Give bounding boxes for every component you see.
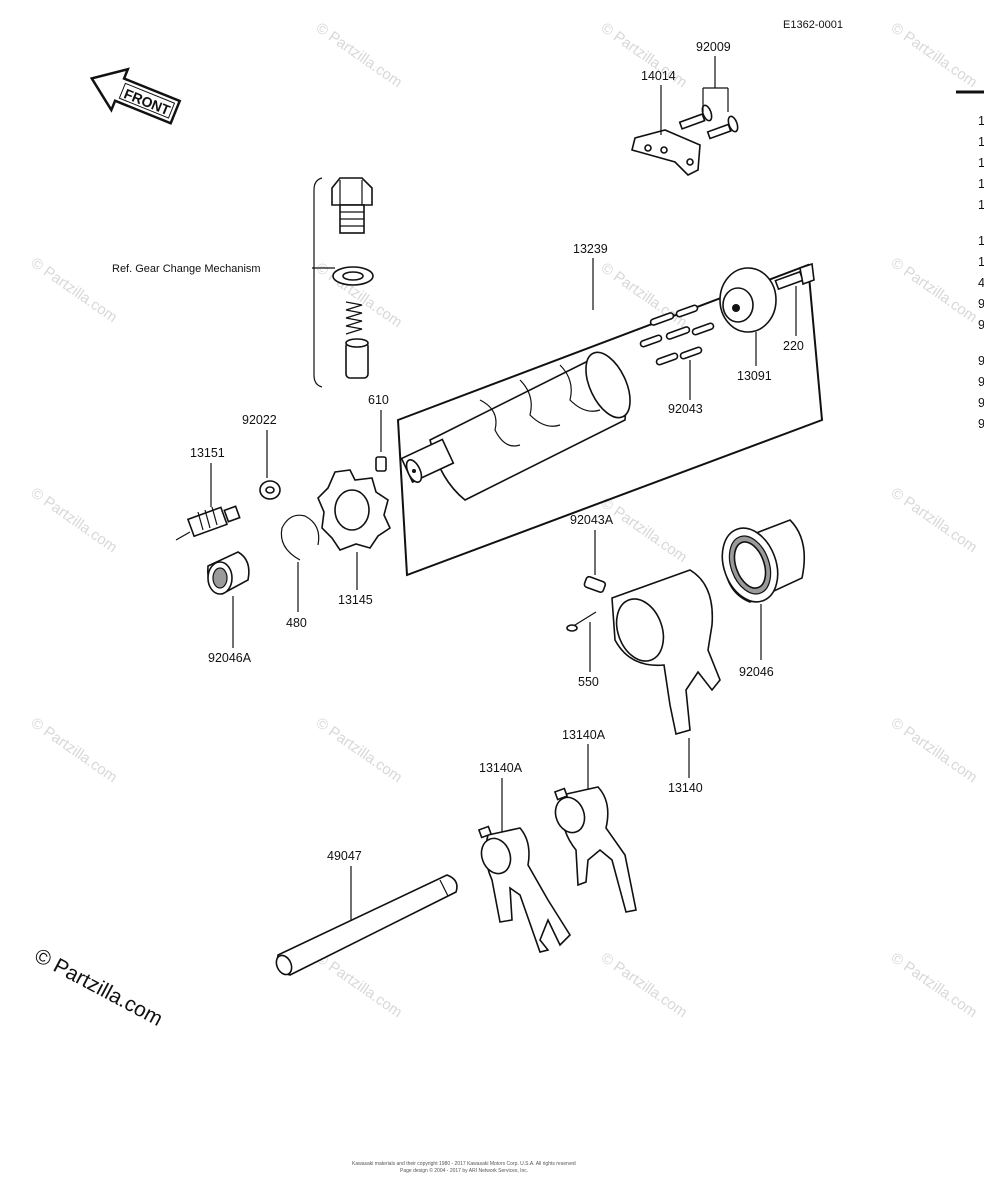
part-49047-rod (275, 874, 458, 976)
ref-gear-change-group: Ref. Gear Change Mechanism (112, 177, 374, 388)
watermark: © Partzilla.com (28, 254, 121, 326)
part-610-pin (375, 456, 387, 472)
label-49047: 49047 (327, 849, 362, 863)
part-92022-washer (259, 480, 281, 500)
part-13145-cam (317, 469, 392, 551)
diagram-id: E1362-0001 (783, 19, 843, 31)
part-480-circlip (280, 514, 320, 561)
watermark: © Partzilla.com (598, 259, 691, 331)
watermark: © Partzilla.com (28, 714, 121, 786)
svg-text:9: 9 (978, 297, 984, 311)
svg-text:9: 9 (978, 396, 984, 410)
part-92046-bearing (721, 519, 806, 603)
part-13140A-fork-right (553, 786, 637, 913)
watermark: © Partzilla.com (888, 949, 981, 1021)
svg-text:1: 1 (978, 156, 984, 170)
spring-icon (345, 301, 363, 335)
washer-icon (332, 266, 374, 286)
part-92043-pins (639, 304, 715, 366)
label-14014: 14014 (641, 69, 676, 83)
detent-pin-icon (345, 338, 369, 379)
copyright-line-1: Kawasaki materials and their copyright 1… (352, 1161, 576, 1167)
svg-text:9: 9 (978, 417, 984, 431)
label-550: 550 (578, 675, 599, 689)
watermark: © Partzilla.com (313, 714, 406, 786)
label-13091: 13091 (737, 369, 772, 383)
part-14014-plate (631, 129, 701, 176)
copyright-line-2: Page design © 2004 - 2017 by ARI Network… (400, 1167, 528, 1174)
watermark: © Partzilla.com (313, 19, 406, 91)
watermark: © Partzilla.com (888, 714, 981, 786)
svg-text:9: 9 (978, 354, 984, 368)
watermark: © Partzilla.com (28, 484, 121, 556)
label-92046: 92046 (739, 665, 774, 679)
part-13239-shift-drum (400, 351, 631, 501)
svg-text:1: 1 (978, 255, 984, 269)
watermark: © Partzilla.com (888, 254, 981, 326)
part-92046A-bearing (206, 551, 250, 595)
label-92043A: 92043A (570, 513, 614, 527)
part-92009-screw (678, 104, 739, 140)
label-610: 610 (368, 393, 389, 407)
label-13140A-right: 13140A (562, 728, 606, 742)
label-92043: 92043 (668, 402, 703, 416)
part-92043A-pin (583, 575, 607, 594)
label-13145: 13145 (338, 593, 373, 607)
label-92022: 92022 (242, 413, 277, 427)
part-220-bolt (774, 262, 815, 291)
front-arrow-icon: FRONT (89, 67, 182, 125)
svg-text:1: 1 (978, 234, 984, 248)
label-13140A-left: 13140A (479, 761, 523, 775)
svg-text:9: 9 (978, 375, 984, 389)
ref-note: Ref. Gear Change Mechanism (112, 263, 261, 275)
label-220: 220 (783, 339, 804, 353)
label-13239: 13239 (573, 242, 608, 256)
svg-text:1: 1 (978, 114, 984, 128)
detent-bolt-icon (331, 177, 373, 234)
svg-text:1: 1 (978, 198, 984, 212)
label-92046A: 92046A (208, 651, 252, 665)
label-13151: 13151 (190, 446, 225, 460)
label-92009: 92009 (696, 40, 731, 54)
right-edge-strip: 1 1 1 1 1 1 1 4 9 9 9 9 9 9 (956, 90, 984, 431)
part-13140A-fork-left (477, 825, 572, 953)
watermark: © Partzilla.com (598, 949, 691, 1021)
partzilla-logo: © Partzilla.com (31, 944, 167, 1031)
svg-text:9: 9 (978, 318, 984, 332)
svg-text:1: 1 (978, 135, 984, 149)
part-13091-plate (719, 267, 777, 333)
svg-text:4: 4 (978, 276, 984, 290)
watermark: © Partzilla.com (598, 494, 691, 566)
watermark: © Partzilla.com (888, 484, 981, 556)
part-13140-fork (611, 569, 721, 736)
part-13151-switch (175, 505, 241, 541)
watermark: © Partzilla.com (313, 949, 406, 1021)
watermark: © Partzilla.com (888, 19, 981, 91)
label-480: 480 (286, 616, 307, 630)
part-550-cotter (566, 611, 597, 632)
label-13140: 13140 (668, 781, 703, 795)
svg-text:1: 1 (978, 177, 984, 191)
